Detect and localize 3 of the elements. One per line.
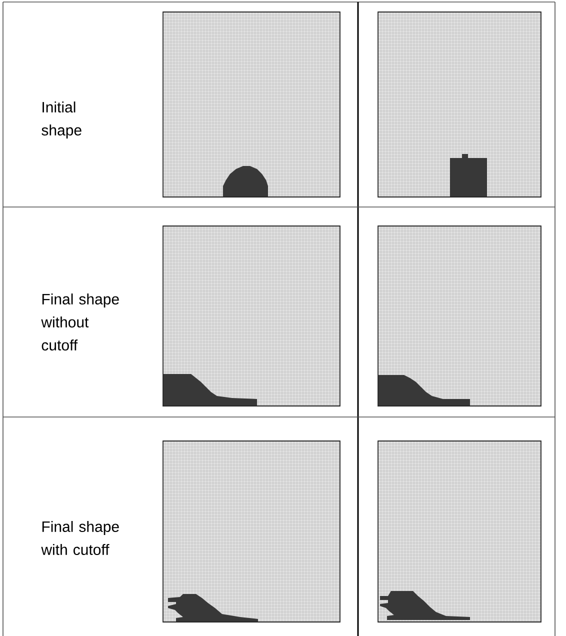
row-label: Final shape without cutoff xyxy=(41,293,119,350)
row-label: Final shape with cutoff xyxy=(41,521,119,555)
row-label: Initial shape xyxy=(42,102,82,138)
